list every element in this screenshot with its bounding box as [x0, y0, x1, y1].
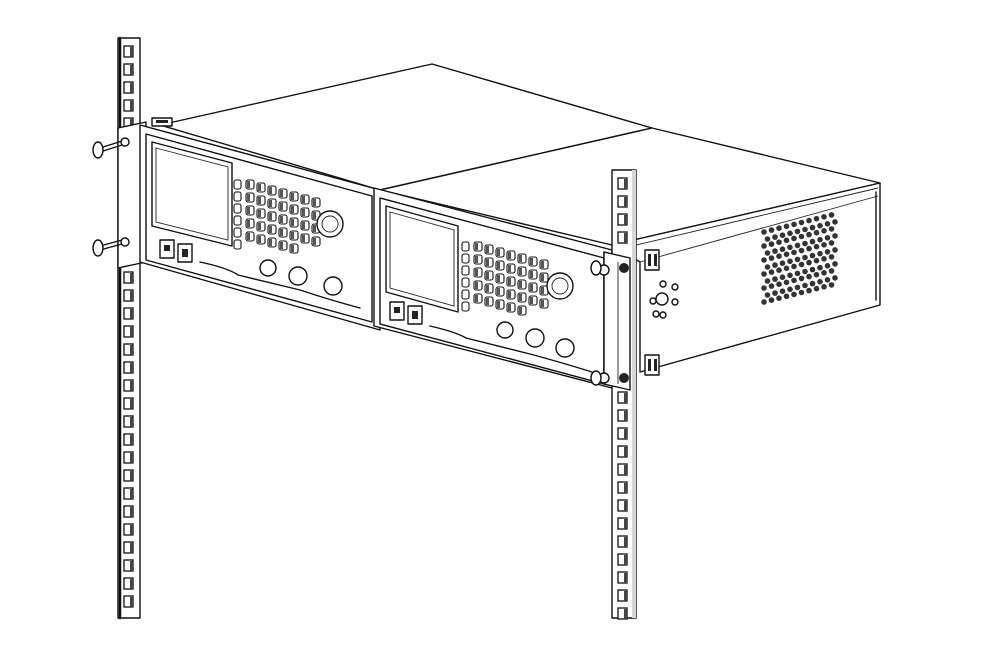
left-instrument: [145, 133, 373, 323]
knob: [525, 328, 545, 348]
left-screen: [151, 141, 233, 247]
rear-bracket-icon: [644, 249, 660, 376]
thumbscrew-icon: [92, 237, 130, 257]
side-connector-icon: [649, 280, 679, 319]
right-rack-rail: [611, 169, 637, 620]
knob: [496, 321, 514, 339]
knob: [555, 338, 575, 358]
knob: [323, 276, 343, 296]
thumbscrew-icon: [92, 137, 130, 159]
top-clip-icon: [151, 117, 173, 127]
vent-grille: [761, 212, 838, 305]
thumbscrew-icon: [590, 260, 629, 276]
right-screen: [385, 205, 459, 313]
right-rack-ear: [598, 251, 631, 391]
knob: [288, 266, 308, 286]
thumbscrew-icon: [590, 370, 629, 386]
right-instrument: [379, 197, 605, 385]
knob: [259, 259, 277, 277]
